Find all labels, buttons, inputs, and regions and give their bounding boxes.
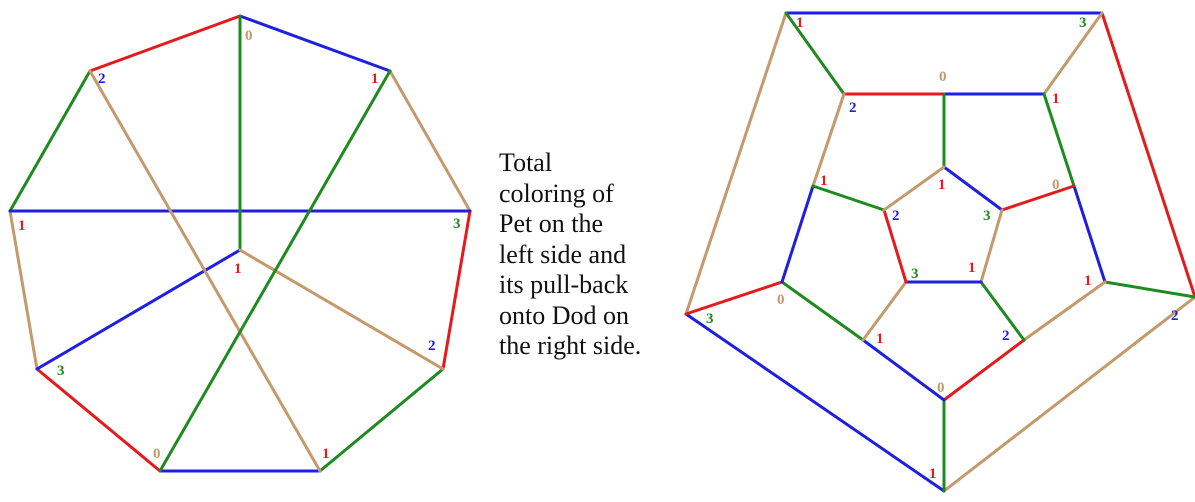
caption-line: the right side. <box>499 331 642 360</box>
graph-edge <box>35 248 242 371</box>
vertex-label: 0 <box>1052 177 1060 193</box>
graph-edge <box>318 367 445 473</box>
caption-line: Total <box>499 148 553 177</box>
caption-line: left side and <box>499 239 627 269</box>
graph-edge <box>882 165 946 212</box>
graph-edge <box>942 165 1004 212</box>
graph-edge <box>1100 11 1195 299</box>
vertex-label: 1 <box>371 71 379 87</box>
vertex-label: 3 <box>983 208 991 224</box>
vertex-label: 0 <box>937 380 945 396</box>
graph-edge <box>1000 184 1076 212</box>
dodecahedron-graph: 1 3 3 2 1 2 0 1 0 1 2 0 1 0 1 1 3 1 3 2 <box>684 11 1195 493</box>
petersen-graph: 0 1 2 1 3 1 3 2 0 1 <box>8 14 472 473</box>
graph-edge <box>238 248 445 371</box>
vertex-label: 0 <box>939 69 947 85</box>
vertex-label: 1 <box>322 446 330 462</box>
graph-edge <box>35 367 162 473</box>
vertex-label: 2 <box>428 338 436 354</box>
caption-line: its pull-back <box>499 270 629 299</box>
caption: Total coloring of Pet on the left side a… <box>499 148 699 362</box>
graph-edge <box>8 69 92 213</box>
vertex-label: 1 <box>929 466 937 482</box>
graph-edge <box>1072 184 1107 284</box>
graph-edge <box>942 338 1026 402</box>
graph-edge <box>684 11 788 316</box>
caption-line: Pet on the <box>499 209 603 238</box>
vertex-label: 1 <box>876 331 884 347</box>
graph-edge <box>780 280 865 342</box>
graph-edge <box>784 11 846 96</box>
graph-edge <box>811 184 886 212</box>
vertex-label: 2 <box>892 208 900 224</box>
vertex-label: 1 <box>18 218 26 234</box>
caption-line: coloring of <box>499 178 614 208</box>
graph-edge <box>1042 11 1104 96</box>
graph-edge <box>979 208 1004 284</box>
graph-edge <box>861 338 946 402</box>
graph-edge <box>1042 92 1076 188</box>
graph-edge <box>979 280 1026 342</box>
vertex-label: 3 <box>1079 15 1087 31</box>
graph-edge <box>861 280 908 342</box>
vertex-label: 1 <box>938 177 946 193</box>
vertex-label: 0 <box>245 28 253 44</box>
graph-edge <box>388 69 472 213</box>
vertex-label: 1 <box>968 260 976 276</box>
vertex-label: 3 <box>911 266 919 282</box>
vertex-label: 0 <box>777 292 785 308</box>
graph-edge <box>8 209 39 371</box>
graph-edge <box>882 208 908 284</box>
graph-edge <box>238 14 392 73</box>
vertex-label: 2 <box>1002 328 1010 344</box>
graph-edge <box>684 280 784 316</box>
vertex-label: 2 <box>1171 308 1179 324</box>
graph-edge <box>1103 280 1195 299</box>
vertex-label: 1 <box>234 261 242 277</box>
graph-edge <box>1022 280 1107 342</box>
caption-line: onto Dod on <box>499 300 629 330</box>
vertex-label: 3 <box>453 216 461 232</box>
graph-edge <box>811 92 846 188</box>
vertex-label: 3 <box>57 363 65 379</box>
vertex-label: 3 <box>706 311 714 327</box>
graph-edge <box>684 312 946 493</box>
vertex-label: 1 <box>820 173 828 189</box>
vertex-label: 0 <box>153 446 161 462</box>
vertex-label: 2 <box>849 100 857 116</box>
graph-edge <box>780 184 815 284</box>
vertex-label: 2 <box>98 71 106 87</box>
graph-edge <box>942 295 1195 493</box>
graph-edge <box>441 209 472 371</box>
graph-edge <box>158 69 392 473</box>
vertex-label: 1 <box>1084 273 1092 289</box>
graph-edge <box>88 69 322 473</box>
vertex-label: 1 <box>796 15 804 31</box>
vertex-label: 1 <box>1052 91 1060 107</box>
graph-edge <box>88 14 242 73</box>
